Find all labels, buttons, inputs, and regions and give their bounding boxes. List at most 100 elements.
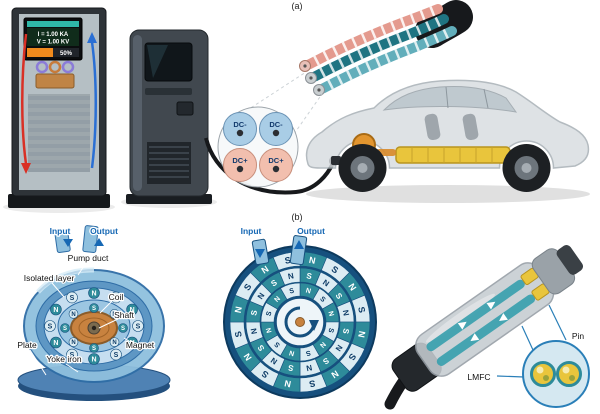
battery-segments <box>411 147 493 163</box>
coil-turns <box>35 60 75 74</box>
svg-text:S: S <box>114 295 119 302</box>
svg-text:N: N <box>321 278 331 289</box>
cable-cross-section: DC- DC- DC+ DC+ <box>217 71 323 188</box>
svg-text:S: S <box>269 278 279 289</box>
svg-text:N: N <box>305 287 312 295</box>
heat-sink <box>28 94 90 172</box>
svg-text:S: S <box>287 363 295 373</box>
svg-text:N: N <box>53 307 58 314</box>
display-voltage: V = 1.00 KV <box>37 40 70 46</box>
pump-shell-highlight <box>36 267 95 294</box>
pin-leader-line <box>548 304 567 341</box>
pump-output-label: Output <box>90 226 118 236</box>
cable-tube-teal-light <box>315 26 457 95</box>
display-current: I = 1.00 KA <box>38 32 69 38</box>
front-wheel <box>338 144 387 192</box>
gun-tip <box>556 244 584 275</box>
svg-text:S: S <box>308 378 316 389</box>
svg-text:S: S <box>233 330 244 338</box>
red-arrowhead-icon <box>21 163 31 174</box>
svg-text:S: S <box>334 291 345 301</box>
svg-text:N: N <box>112 340 116 346</box>
cooling-flow-arrow-blue <box>90 41 97 169</box>
svg-text:S: S <box>136 323 141 330</box>
station-outlet <box>176 101 194 116</box>
svg-text:N: N <box>265 327 273 334</box>
pump-shaft-center <box>91 325 97 331</box>
svg-text:N: N <box>71 340 75 346</box>
svg-text:S: S <box>356 306 367 314</box>
gun-body-group <box>391 244 584 392</box>
pump-labels: Input Output Pump duct Isolated layer Co… <box>16 225 156 376</box>
zoom-guide-line-2 <box>293 93 323 135</box>
dc-conductor-pos-1: DC+ <box>223 148 257 182</box>
b-pillar <box>445 86 449 109</box>
svg-text:N: N <box>318 340 327 349</box>
c-pillar <box>483 88 489 109</box>
power-converter-cabinet: I = 1.00 KA V = 1.00 KV 50% <box>3 7 115 213</box>
svg-text:S: S <box>92 306 96 312</box>
electric-car <box>305 79 590 203</box>
dc-conductor-pos-2: DC+ <box>259 148 293 182</box>
svg-text:S: S <box>341 328 351 336</box>
yoke-iron-label: Yoke iron <box>46 354 81 364</box>
station-vents <box>147 142 191 184</box>
svg-text:DC+: DC+ <box>268 156 284 165</box>
cs-output-label: Output <box>297 226 325 236</box>
pin-circle-right <box>556 361 582 387</box>
battery-pack <box>395 146 511 164</box>
cs-rotation-arrowhead-icon <box>309 320 319 331</box>
svg-text:N: N <box>346 282 358 293</box>
inset-leader-line <box>521 325 534 351</box>
lmfc-label: LMFC <box>467 372 490 382</box>
svg-text:S: S <box>249 309 259 317</box>
shaft-label: Shaft <box>114 310 134 320</box>
pump-cross-section: NSNSNSNSNSNSNSNSSNSNSNSNSNSNSNSNNSNSNSNS… <box>223 225 377 399</box>
pump-input-label: Input <box>50 226 71 236</box>
pump-output-arrow-icon <box>94 238 104 246</box>
svg-text:S: S <box>70 295 75 302</box>
svg-text:N: N <box>112 312 116 318</box>
svg-text:DC-: DC- <box>233 120 247 129</box>
svg-text:S: S <box>321 356 331 367</box>
svg-text:N: N <box>326 310 334 317</box>
car-seats <box>424 113 479 141</box>
pump-duct-label: Pump duct <box>68 253 109 263</box>
svg-text:DC-: DC- <box>269 120 283 129</box>
pin-circle-left <box>530 361 556 387</box>
transformer-block <box>35 73 75 89</box>
rear-wheel <box>502 144 551 192</box>
svg-text:S: S <box>70 352 75 359</box>
svg-text:S: S <box>289 287 296 295</box>
svg-text:N: N <box>269 355 279 366</box>
pump-coil-inner <box>78 317 110 339</box>
car-shadow <box>306 185 590 203</box>
svg-text:S: S <box>306 271 314 281</box>
svg-text:N: N <box>249 327 259 335</box>
svg-text:S: S <box>92 346 96 352</box>
cs-input-label: Input <box>241 226 262 236</box>
svg-text:N: N <box>341 309 351 317</box>
svg-text:N: N <box>53 340 58 347</box>
svg-text:S: S <box>48 323 53 330</box>
svg-text:DC+: DC+ <box>232 156 248 165</box>
svg-text:N: N <box>233 306 244 314</box>
svg-text:S: S <box>284 255 292 266</box>
svg-text:N: N <box>91 290 96 297</box>
lmfc-leader-line <box>496 375 525 378</box>
station-panel <box>145 88 192 95</box>
charge-progress-bar <box>27 48 53 57</box>
svg-text:N: N <box>333 343 344 353</box>
svg-text:N: N <box>273 295 282 304</box>
svg-text:N: N <box>71 312 75 318</box>
cooling-flow-arrow-red <box>21 33 28 165</box>
svg-text:N: N <box>284 378 292 389</box>
coolant-channel-out <box>426 279 525 352</box>
coolant-channel-in <box>436 294 536 366</box>
cable-tube-teal-dark <box>307 14 449 83</box>
charging-cable <box>204 137 335 195</box>
pump-assembly <box>17 225 171 401</box>
cs-output-duct <box>289 235 308 266</box>
